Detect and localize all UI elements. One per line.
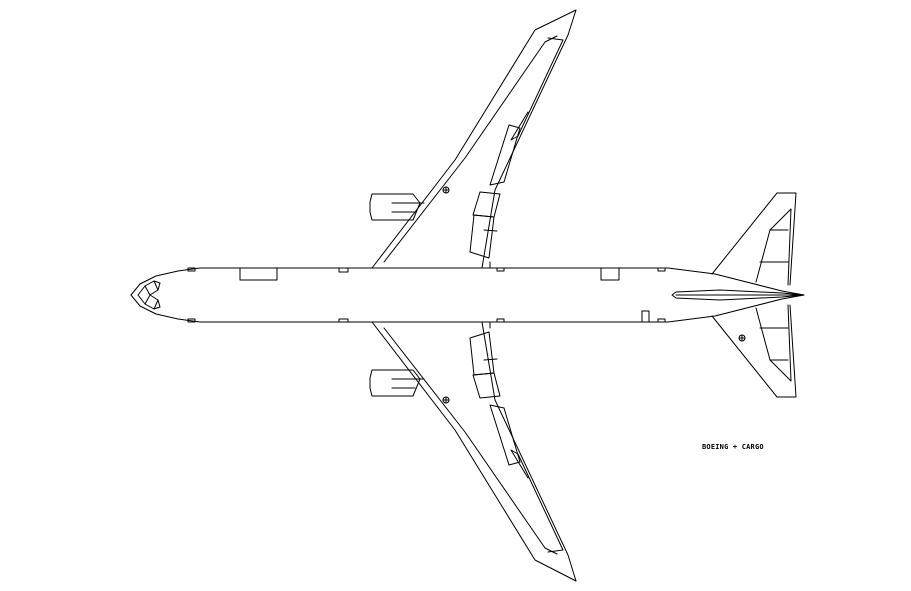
- fuselage: [130, 267, 805, 323]
- hatch-bottom-2: [496, 318, 505, 323]
- cargo-door-front: [239, 267, 278, 281]
- cockpit-frame: [144, 280, 159, 310]
- upper-engine-pylon: [391, 202, 425, 213]
- hatch-top-2: [496, 267, 505, 272]
- upper-stabilizer-outline: [711, 192, 797, 286]
- lower-wing-flap-mid: [489, 404, 521, 466]
- lower-wing-flap-track-2: [483, 358, 498, 361]
- hatch-bottom-3: [657, 318, 666, 323]
- hatch-bottom-5: [641, 310, 650, 323]
- lower-wing: [369, 321, 577, 582]
- upper-wing-slat: [383, 35, 558, 263]
- hatch-top-4: [187, 267, 196, 272]
- hatch-top-3: [657, 267, 666, 272]
- upper-wing-flap-root: [469, 214, 495, 259]
- hatch-bottom-4: [187, 318, 196, 323]
- upper-stabilizer: [711, 192, 797, 286]
- lower-wing-outline: [371, 321, 577, 582]
- lower-wing-slat: [383, 327, 558, 555]
- lower-wing-flap-inner: [472, 372, 501, 399]
- upper-stabilizer-elevator: [755, 208, 792, 286]
- tail-cone: [671, 289, 805, 301]
- cargo-door-rear: [600, 267, 620, 281]
- lower-stabilizer: [711, 304, 797, 398]
- fuselage-outline: [130, 267, 805, 323]
- upper-wing-flap-mid: [489, 124, 521, 186]
- upper-wing: [369, 9, 577, 269]
- upper-wing-light-cross: [442, 186, 450, 194]
- lower-stabilizer-outline: [711, 304, 797, 398]
- cockpit-windows: [137, 280, 161, 310]
- upper-wing-flap-inner: [472, 191, 501, 218]
- lower-engine-pylon: [391, 378, 425, 389]
- lower-wing-light-cross: [442, 396, 450, 404]
- upper-wing-flap-track-2: [483, 229, 498, 232]
- hatch-bottom-1: [338, 318, 349, 323]
- drawing-caption: BOEING + CARGO: [702, 443, 764, 451]
- hatch-top-1: [338, 267, 349, 273]
- upper-wing-outline: [371, 9, 577, 269]
- lower-stabilizer-elevator: [755, 304, 792, 382]
- lower-wing-flap-root: [469, 331, 495, 376]
- lower-stabilizer-light-cross: [738, 334, 746, 342]
- upper-engine: [369, 193, 421, 221]
- lower-engine: [369, 369, 421, 397]
